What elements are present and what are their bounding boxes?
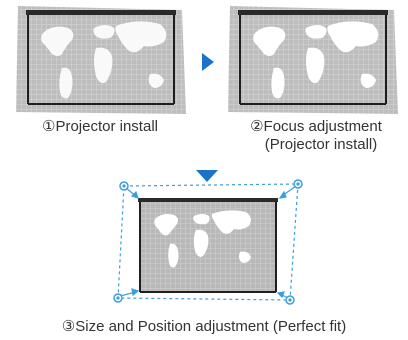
corner-handle-icon [113, 179, 303, 305]
step1-screen-image [16, 4, 186, 121]
triangle-down-icon [196, 170, 218, 182]
step3-caption: ③Size and Position adjustment (Perfect f… [61, 318, 347, 335]
screen-case [26, 10, 176, 15]
step2-subcaption: (Projector install) [264, 136, 378, 153]
step2-screen-image [228, 4, 398, 121]
step3-screen-image [110, 178, 306, 315]
step2-caption: ②Focus adjustment [250, 118, 382, 135]
triangle-right-icon [202, 53, 214, 71]
step1-caption: ①Projector install [42, 118, 158, 135]
